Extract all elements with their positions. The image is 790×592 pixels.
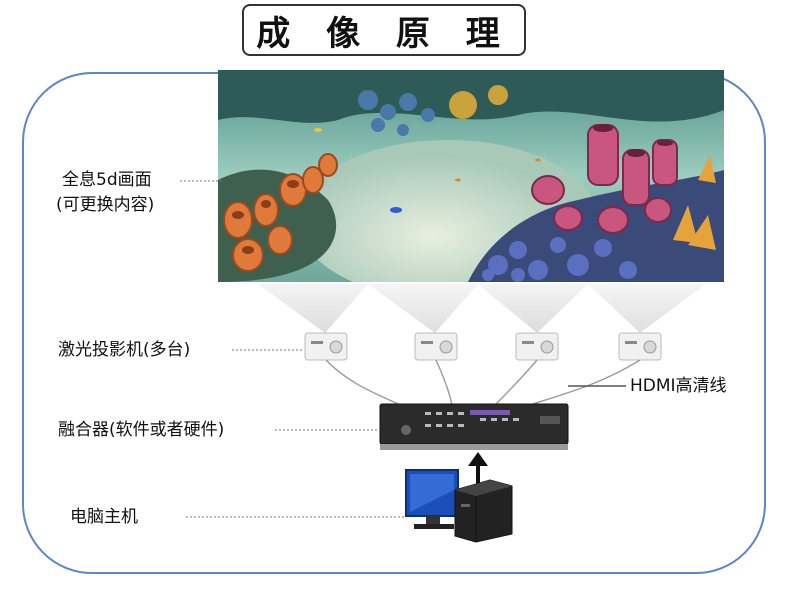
label-hdmi: HDMI高清线	[630, 376, 727, 396]
projector-2	[414, 332, 458, 361]
label-computer: 电脑主机	[70, 507, 138, 527]
projection-beams	[258, 284, 706, 333]
projector-4	[618, 332, 662, 361]
label-projectors: 激光投影机(多台)	[58, 340, 191, 360]
underwater-scene-image	[218, 70, 724, 282]
fusion-device	[379, 403, 569, 450]
hologram-scene	[218, 70, 724, 282]
label-fusion: 融合器(软件或者硬件)	[58, 420, 225, 440]
leader-lines	[180, 180, 404, 518]
diagram-title: 成 像 原 理	[256, 13, 512, 54]
title-box: 成 像 原 理	[242, 4, 526, 56]
computer-icon	[405, 469, 513, 543]
label-hologram-line2: (可更换内容)	[56, 195, 155, 215]
label-hologram-line1: 全息5d画面	[62, 170, 152, 190]
projector-1	[304, 332, 348, 361]
hdmi-cables	[325, 359, 641, 406]
projector-3	[515, 332, 559, 361]
